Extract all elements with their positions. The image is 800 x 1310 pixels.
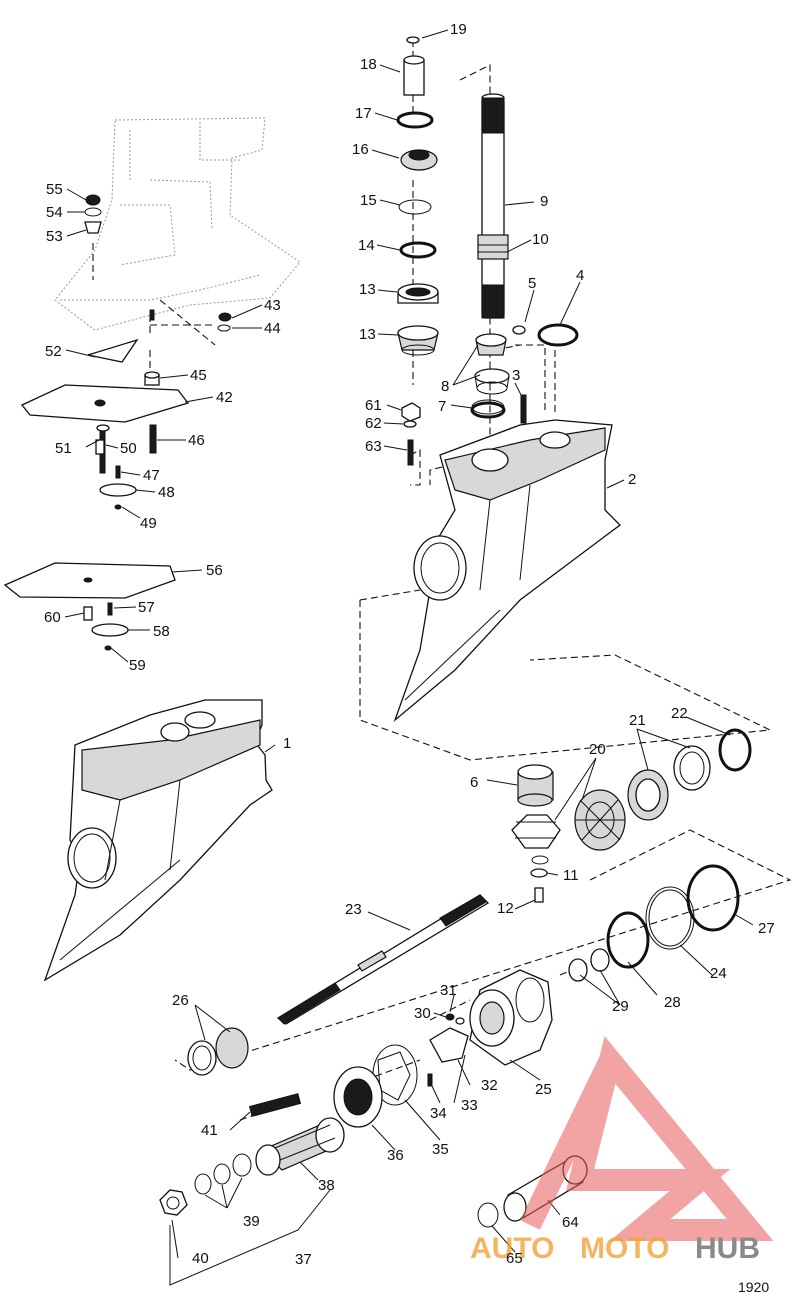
bearing-carrier-24-29: [469, 864, 740, 1066]
callout-63: 63: [365, 438, 382, 455]
callout-13a: 13: [359, 281, 376, 298]
callout-38: 38: [318, 1177, 335, 1194]
callout-20: 20: [589, 741, 606, 758]
callout-12: 12: [497, 900, 514, 917]
callout-50: 50: [120, 440, 137, 457]
callout-61: 61: [365, 397, 382, 414]
callout-52: 52: [45, 343, 62, 360]
callout-58: 58: [153, 623, 170, 640]
prop-hardware-26-40: [159, 1027, 345, 1216]
watermark-logo: [520, 1036, 774, 1241]
propeller-shaft-23: [276, 894, 490, 1025]
watermark-text-auto: AUTO: [470, 1232, 554, 1265]
column-parts: [396, 36, 439, 356]
callout-43: 43: [264, 297, 281, 314]
callout-39: 39: [243, 1213, 260, 1230]
callout-7: 7: [438, 398, 446, 415]
callout-14: 14: [358, 237, 375, 254]
callout-64: 64: [562, 1214, 579, 1231]
callout-33: 33: [461, 1097, 478, 1114]
callout-60: 60: [44, 609, 61, 626]
callout-31: 31: [440, 982, 457, 999]
callout-41: 41: [201, 1122, 218, 1139]
stud-nut-61-63: [401, 402, 421, 466]
driveshaft-9: [477, 93, 509, 319]
callout-42: 42: [216, 389, 233, 406]
callout-49: 49: [140, 515, 157, 532]
retainer-parts-30-36: [248, 1013, 469, 1128]
callout-1: 1: [283, 735, 291, 752]
callout-23: 23: [345, 901, 362, 918]
callout-29: 29: [612, 998, 629, 1015]
anode-plate-56-60: [3, 562, 176, 651]
callout-21: 21: [629, 712, 646, 729]
callout-45: 45: [190, 367, 207, 384]
callout-25: 25: [535, 1081, 552, 1098]
callout-5: 5: [528, 275, 536, 292]
callout-28: 28: [664, 994, 681, 1011]
callout-57: 57: [138, 599, 155, 616]
callout-65: 65: [506, 1250, 523, 1267]
watermark-text-moto: MOTO: [580, 1232, 669, 1265]
callout-17: 17: [355, 105, 372, 122]
callout-62: 62: [365, 415, 382, 432]
gear-housing-2: [393, 419, 621, 723]
callout-labels: 1 2 3 4 5 6 7 8 9 10 11 12 13 13 14 15 1…: [44, 21, 775, 1268]
callout-13b: 13: [359, 326, 376, 343]
leader-lines: [64, 29, 754, 1286]
callout-16: 16: [352, 141, 369, 158]
callout-27: 27: [758, 920, 775, 937]
callout-46: 46: [188, 432, 205, 449]
callout-36: 36: [387, 1147, 404, 1164]
callout-2: 2: [628, 471, 636, 488]
watermark-text-hub: HUB: [695, 1232, 760, 1265]
callout-35: 35: [432, 1141, 449, 1158]
ghost-housing-outline: [54, 117, 301, 331]
callout-37: 37: [295, 1251, 312, 1268]
callout-59: 59: [129, 657, 146, 674]
callout-24: 24: [710, 965, 727, 982]
callout-18: 18: [360, 56, 377, 73]
callout-15: 15: [360, 192, 377, 209]
callout-44: 44: [264, 320, 281, 337]
shaft-bearing-parts: [470, 323, 579, 424]
gear-housing-1: [43, 699, 273, 982]
callout-22: 22: [671, 705, 688, 722]
callout-55: 55: [46, 181, 63, 198]
callout-4: 4: [576, 267, 584, 284]
figure-number: 1920: [738, 1279, 769, 1295]
callout-51: 51: [55, 440, 72, 457]
callout-3: 3: [512, 367, 520, 384]
callout-47: 47: [143, 467, 160, 484]
trim-tab-hardware: [20, 194, 232, 510]
callout-54: 54: [46, 204, 63, 221]
callout-40: 40: [192, 1250, 209, 1267]
callout-8: 8: [441, 378, 449, 395]
callout-6: 6: [470, 774, 478, 791]
callout-53: 53: [46, 228, 63, 245]
callout-32: 32: [481, 1077, 498, 1094]
callout-56: 56: [206, 562, 223, 579]
callout-11: 11: [563, 867, 579, 884]
callout-26: 26: [172, 992, 189, 1009]
gear-set-6-22: [511, 728, 752, 903]
callout-30: 30: [414, 1005, 431, 1022]
callout-34: 34: [430, 1105, 447, 1122]
callout-9: 9: [540, 193, 548, 210]
callout-48: 48: [158, 484, 175, 501]
callout-10: 10: [532, 231, 549, 248]
callout-19: 19: [450, 21, 467, 38]
